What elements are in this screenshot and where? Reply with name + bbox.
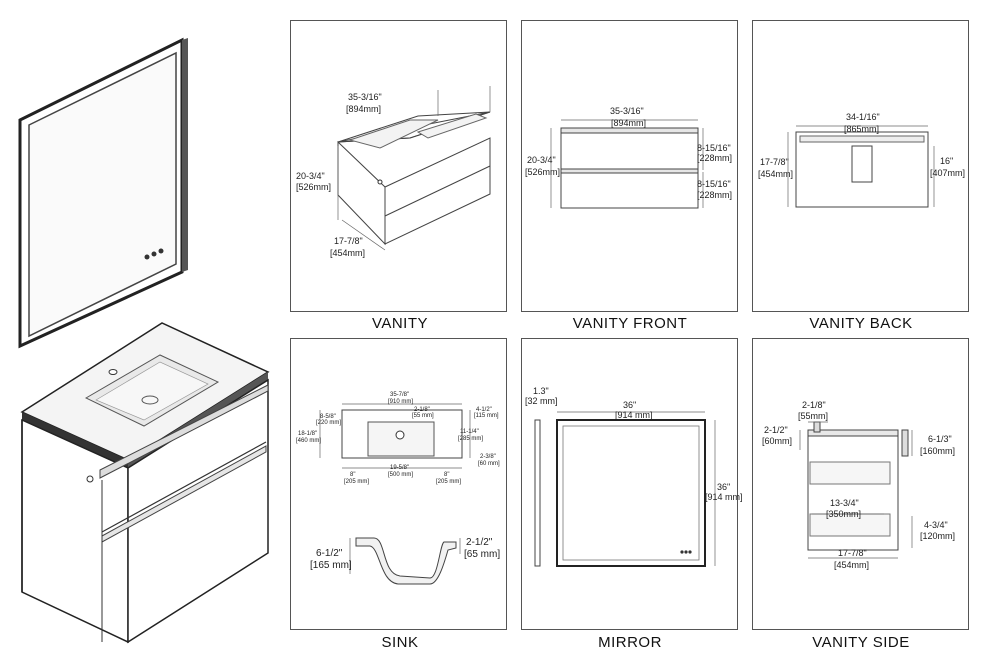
vanity-depth-mm: [454mm] (330, 248, 365, 258)
side-top-mm: [55mm] (798, 411, 828, 421)
sink-section-left-inches: 6-1/2" (316, 548, 343, 559)
mirror-width-mm: [914 mm] (615, 410, 653, 420)
sink-b2-inches: 19-5/8" (390, 465, 409, 471)
front-drawer1-mm: [228mm] (697, 153, 732, 163)
back-right-inches: 16" (940, 156, 953, 166)
sink-r1-inches: 4-1/2" (476, 407, 492, 413)
drain-icon (141, 395, 159, 405)
back-width-inches: 34-1/16" (846, 112, 880, 122)
sink-b1-inches: 8" (350, 472, 355, 478)
mirror-button-icon (680, 550, 684, 554)
mirror-button-icon (688, 550, 692, 554)
front-drawer1-inches: 8-15/16" (697, 143, 731, 153)
front-height-mm: [526mm] (525, 167, 560, 177)
knob-icon (377, 179, 383, 185)
sink-b3-mm: [205 mm] (436, 479, 461, 485)
sink-left2-mm: [460 mm] (296, 438, 321, 444)
back-height-inches: 17-7/8" (760, 157, 789, 167)
back-height-mm: [454mm] (758, 169, 793, 179)
caption-mirror: MIRROR (598, 634, 662, 651)
sink-r1-mm: [115 mm] (474, 413, 499, 419)
front-drawer2-mm: [228mm] (697, 190, 732, 200)
vanity-drawing: 35-3/16" [894mm] 20-3/4" [526mm] 17-7/8"… (296, 86, 491, 258)
sink-tap-mm: [55 mm] (412, 413, 434, 419)
side-mid-mm: [350mm] (826, 509, 861, 519)
sink-section-right-inches: 2-1/2" (466, 537, 493, 548)
vanity-height-mm: [526mm] (296, 182, 331, 192)
mirror-touch-button-icon (151, 251, 157, 257)
front-width-mm: [894mm] (611, 118, 646, 128)
sink-b3-inches: 8" (444, 472, 449, 478)
sink-b1-mm: [205 mm] (344, 479, 369, 485)
side-depth-inches: 17-7/8" (838, 548, 867, 558)
sink-b2-mm: [500 mm] (388, 472, 413, 478)
sink-section-right-mm: [65 mm] (464, 549, 500, 560)
sink-r2-inches: 11-1/4" (460, 429, 479, 435)
faucet-hole-icon (108, 369, 118, 375)
mirror-illustration (18, 37, 188, 349)
mirror-height-inches: 36" (717, 482, 730, 492)
side-low-inches: 4-3/4" (924, 520, 948, 530)
side-top-inches: 2-1/8" (802, 400, 826, 410)
sink-left1-mm: [220 mm] (316, 420, 341, 426)
sink-left2-inches: 18-1/8" (298, 431, 317, 437)
vanity-height-inches: 20-3/4" (296, 171, 325, 181)
vanity-front-drawing: 35-3/16" [894mm] 20-3/4" [526mm] 8-15/16… (525, 106, 732, 209)
drawer-knob-icon (86, 475, 94, 483)
sink-r3-inches: 2-3/8" (480, 454, 496, 460)
front-width-inches: 35-3/16" (610, 106, 644, 116)
vanity-width-inches: 35-3/16" (348, 92, 382, 102)
vanity-illustration (20, 322, 270, 644)
vanity-back-drawing: 34-1/16" [865mm] 17-7/8" [454mm] 16" [40… (758, 112, 965, 208)
vanity-side-drawing: 2-1/8" [55mm] 2-1/2" [60mm] 6-1/3" [160m… (762, 400, 955, 570)
side-low-mm: [120mm] (920, 531, 955, 541)
mirror-touch-button-icon (144, 254, 150, 260)
side-left-mm: [60mm] (762, 436, 792, 446)
side-left-inches: 2-1/2" (764, 425, 788, 435)
sink-top-width-mm: [910 mm] (388, 399, 413, 405)
side-mid-inches: 13-3/4" (830, 498, 859, 508)
mirror-thickness-mm: [32 mm] (525, 396, 558, 406)
vanity-depth-inches: 17-7/8" (334, 236, 363, 246)
mirror-touch-button-icon (158, 248, 164, 254)
mirror-button-icon (684, 550, 688, 554)
sink-tap-inches: 2-1/8" (414, 407, 430, 413)
caption-vanity-front: VANITY FRONT (572, 315, 688, 332)
front-drawer2-inches: 8-15/16" (697, 179, 731, 189)
sink-top-width-inches: 35-7/8" (390, 392, 409, 398)
side-depth-mm: [454mm] (834, 560, 869, 570)
front-height-inches: 20-3/4" (527, 155, 556, 165)
caption-sink: SINK (381, 634, 419, 651)
sink-section-left-mm: [165 mm] (310, 560, 352, 571)
side-right-mm: [160mm] (920, 446, 955, 456)
caption-vanity-back: VANITY BACK (809, 315, 913, 332)
sink-drain-icon (395, 430, 405, 440)
side-right-inches: 6-1/3" (928, 434, 952, 444)
sink-drawing: 35-7/8" [910 mm] 8-5/8" [220 mm] 18-1/8"… (296, 392, 500, 585)
back-right-mm: [407mm] (930, 168, 965, 178)
mirror-width-inches: 36" (623, 400, 636, 410)
vanity-width-mm: [894mm] (346, 104, 381, 114)
sink-left1-inches: 8-5/8" (320, 414, 336, 420)
caption-vanity: VANITY (371, 315, 429, 332)
mirror-thickness-inches: 1.3" (533, 386, 549, 396)
sink-r3-mm: [60 mm] (478, 461, 500, 467)
mirror-height-mm: [914 mm] (705, 492, 743, 502)
back-width-mm: [865mm] (844, 124, 879, 134)
caption-vanity-side: VANITY SIDE (812, 634, 910, 651)
sink-r2-mm: [285 mm] (458, 436, 483, 442)
mirror-drawing: 1.3" [32 mm] 36" [914 mm] 36" [914 mm] (525, 386, 743, 567)
